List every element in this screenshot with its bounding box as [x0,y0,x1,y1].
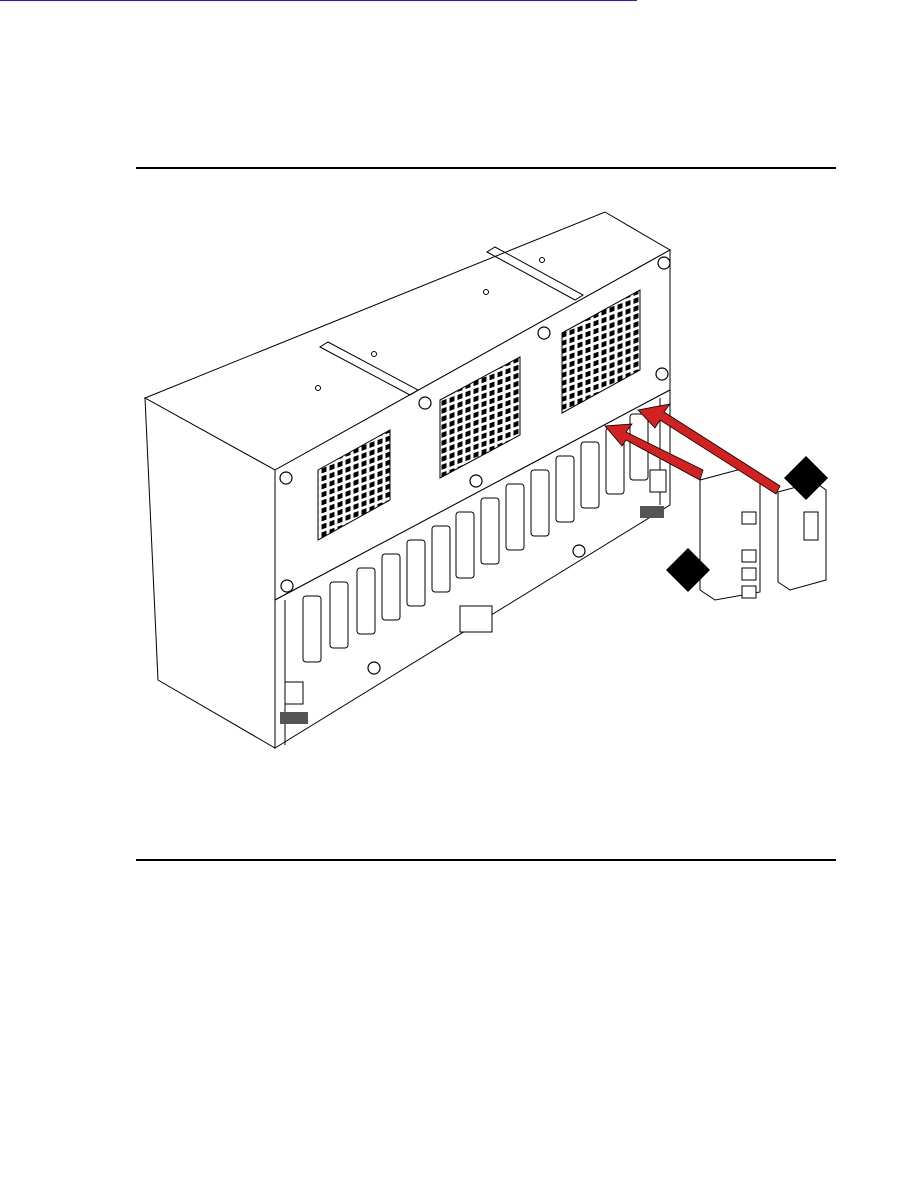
ethernet-port [460,606,492,632]
adapter-module-1 [700,468,760,600]
adapter-module-2 [778,482,826,590]
